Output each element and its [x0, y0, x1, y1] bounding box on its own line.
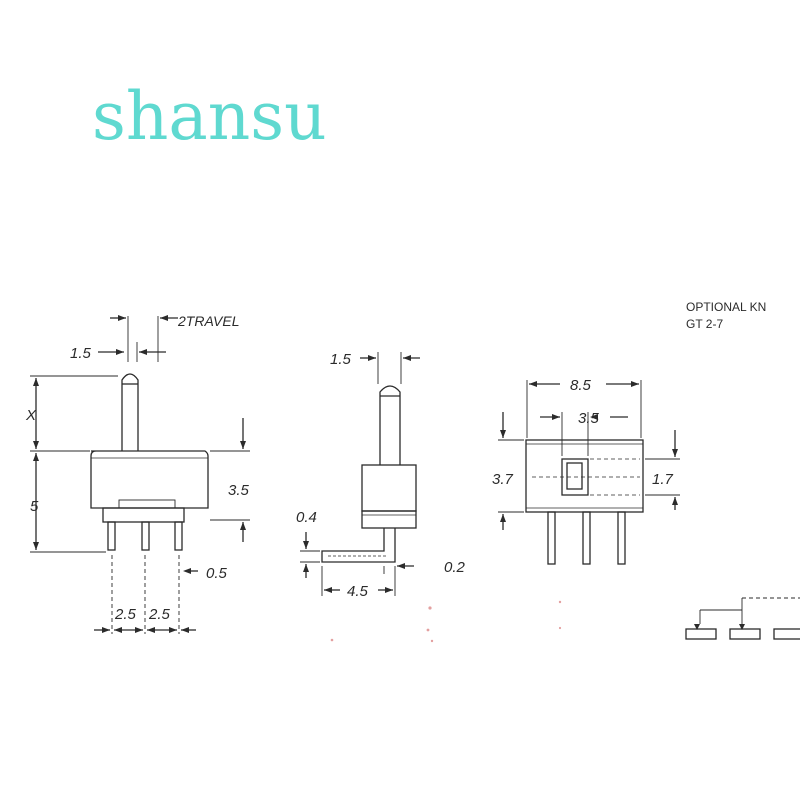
side-pin-right — [174, 521, 183, 551]
side-view — [30, 316, 250, 634]
end-lead — [321, 528, 396, 563]
label-top-slot-length: 3.5 — [578, 410, 600, 427]
side-body — [90, 450, 209, 509]
label-side-pitch-right: 2.5 — [148, 606, 171, 623]
top-pin-center — [582, 511, 591, 565]
label-note-line2: GT 2-7 — [686, 317, 723, 331]
side-pin-center — [141, 521, 150, 551]
label-end-lead-thickness: 0.4 — [296, 509, 317, 526]
label-side-base-height: 3.5 — [228, 482, 250, 499]
label-travel: 2TRAVEL — [177, 313, 239, 329]
label-top-overall-length: 8.5 — [570, 377, 592, 394]
end-base — [361, 510, 417, 529]
top-view — [498, 380, 800, 640]
label-side-stem-width: 1.5 — [70, 345, 92, 362]
top-pin-left — [547, 511, 556, 565]
label-end-stem-width: 1.5 — [330, 351, 352, 368]
footprint-pad-2 — [729, 628, 761, 640]
label-top-slot-width: 1.7 — [652, 471, 674, 488]
label-note-line1: OPTIONAL KN — [686, 300, 766, 314]
end-view — [300, 352, 420, 596]
end-body — [361, 464, 417, 512]
brand-logo: shansu — [92, 78, 327, 155]
label-side-pin-width: 0.5 — [206, 565, 228, 582]
side-stem — [121, 373, 139, 451]
footprint-pad-1 — [685, 628, 717, 640]
label-side-stem-height: X — [25, 407, 37, 424]
top-knob — [566, 462, 583, 490]
label-top-body-width: 3.7 — [492, 471, 514, 488]
label-end-lead-length: 4.5 — [347, 583, 369, 600]
side-pin-left — [107, 521, 116, 551]
footprint-pad-3 — [773, 628, 800, 640]
side-base — [102, 507, 185, 523]
top-body — [525, 439, 644, 513]
label-side-body-height: 5 — [30, 498, 39, 515]
top-pin-right — [617, 511, 626, 565]
end-stem — [379, 385, 401, 465]
label-side-pitch-left: 2.5 — [114, 606, 137, 623]
label-end-lead-gap: 0.2 — [444, 559, 466, 576]
